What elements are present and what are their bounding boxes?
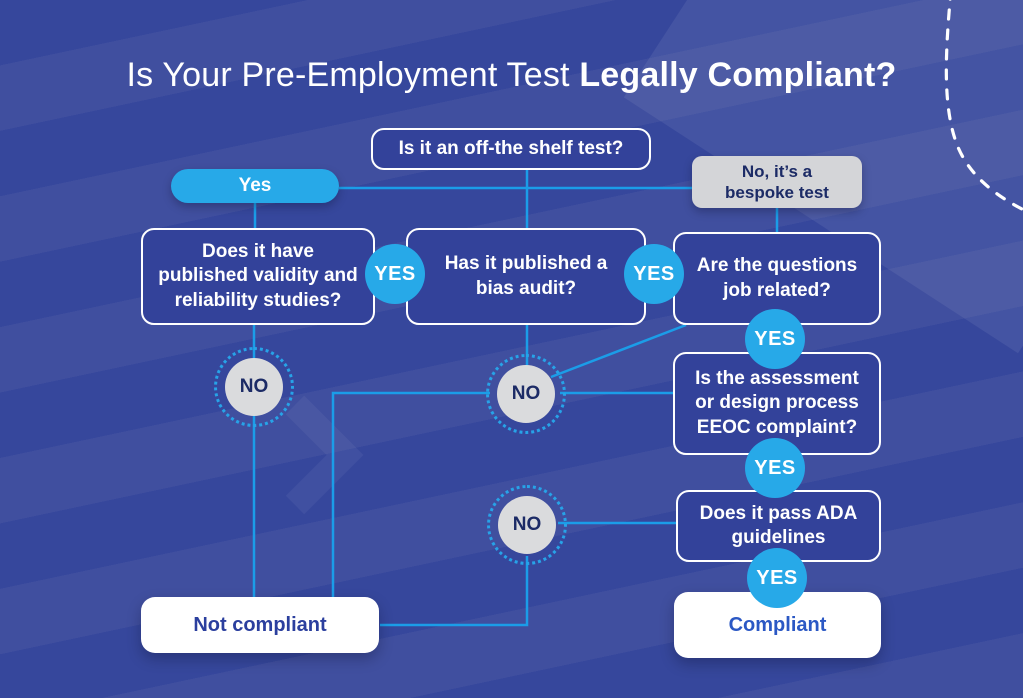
no-circle-ada: NO: [487, 485, 567, 565]
validity-question-label: Does it have published validity and reli…: [158, 241, 358, 311]
edge-jobrelated-to-no: [550, 323, 687, 379]
no-circle-inner: NO: [225, 358, 283, 416]
no-label: NO: [511, 383, 541, 404]
no-circle-validity: NO: [214, 347, 294, 427]
yes-circle-job-related: YES: [745, 309, 805, 369]
node-yes-branch: Yes: [171, 169, 339, 203]
yes-label: YES: [374, 262, 416, 285]
node-bias-audit-question: Has it published a bias audit?: [406, 228, 646, 325]
yes-branch-label: Yes: [238, 175, 272, 196]
yes-circle-ada: YES: [747, 548, 807, 608]
no-circle-bias: NO: [486, 354, 566, 434]
yes-circle-eeoc: YES: [745, 438, 805, 498]
compliant-label: Compliant: [728, 613, 827, 636]
yes-circle-bias: YES: [624, 244, 684, 304]
no-label: NO: [239, 376, 269, 397]
no-circle-inner: NO: [497, 365, 555, 423]
edge-no-to-notcompliant: [331, 391, 490, 597]
title-regular: Is Your Pre-Employment Test: [126, 56, 570, 94]
no-circle-inner: NO: [498, 496, 556, 554]
ada-question-label: Does it pass ADA guidelines: [699, 502, 858, 548]
edge-lower-no-to-notcompliant: [380, 556, 529, 627]
node-off-shelf-question: Is it an off-the shelf test?: [371, 128, 651, 170]
yes-label: YES: [633, 262, 675, 285]
bias-audit-question-label: Has it published a bias audit?: [444, 253, 608, 299]
bespoke-branch-label: No, it’s a bespoke test: [725, 161, 829, 202]
page-title: Is Your Pre-Employment Test Legally Comp…: [0, 56, 1023, 95]
not-compliant-label: Not compliant: [193, 613, 327, 636]
node-ada-question: Does it pass ADA guidelines: [676, 490, 881, 562]
no-label: NO: [512, 514, 542, 535]
dashed-curve-decoration: [944, 0, 1023, 212]
node-not-compliant-result: Not compliant: [141, 597, 379, 653]
off-shelf-question-label: Is it an off-the shelf test?: [398, 137, 624, 159]
yes-label: YES: [754, 327, 796, 350]
title-bold: Legally Compliant?: [579, 56, 897, 94]
eeoc-question-label: Is the assessment or design process EEOC…: [695, 368, 859, 438]
yes-label: YES: [756, 566, 798, 589]
job-related-question-label: Are the questions job related?: [696, 255, 858, 301]
node-validity-question: Does it have published validity and reli…: [141, 228, 375, 325]
yes-label: YES: [754, 456, 796, 479]
node-bespoke-branch: No, it’s a bespoke test: [692, 156, 862, 208]
chevron-decoration: [285, 395, 364, 515]
node-job-related-question: Are the questions job related?: [673, 232, 881, 325]
yes-circle-validity: YES: [365, 244, 425, 304]
